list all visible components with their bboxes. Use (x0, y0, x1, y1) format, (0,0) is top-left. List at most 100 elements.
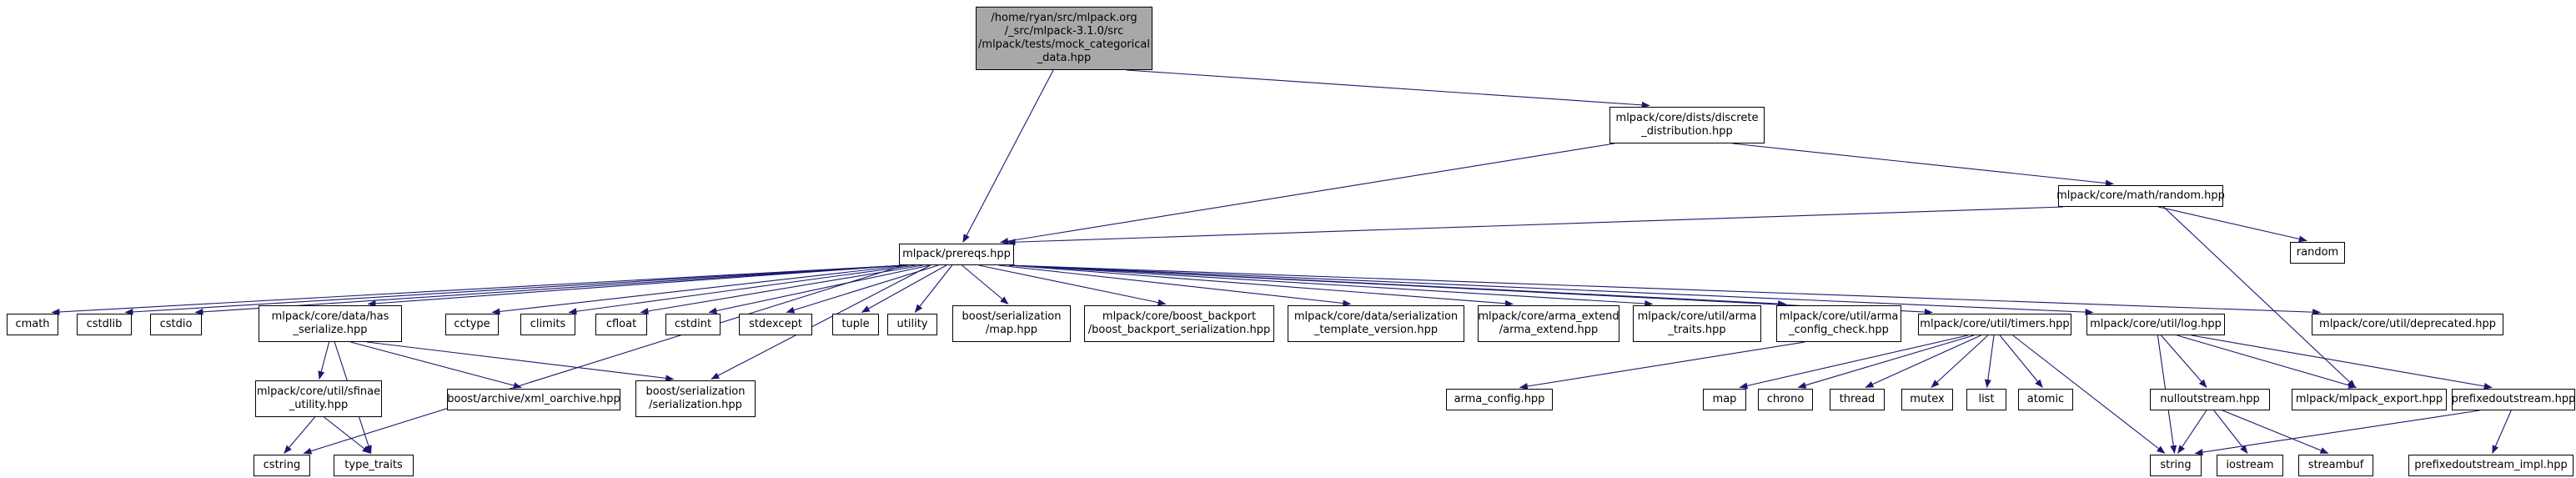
graph-node-label: _config_check.hpp (1789, 324, 1889, 336)
graph-node-utility[interactable]: utility (887, 314, 937, 335)
graph-node-arma_config_check[interactable]: mlpack/core/util/arma_config_check.hpp (1776, 305, 1901, 342)
graph-edge-arma_config_check-to-arma_config (1519, 341, 1805, 390)
graph-node-cstdlib[interactable]: cstdlib (77, 314, 132, 335)
graph-node-type_traits[interactable]: type_traits (334, 455, 414, 476)
graph-node-label: /_src/mlpack-3.1.0/src (1004, 25, 1124, 38)
graph-node-mutex[interactable]: mutex (1901, 389, 1953, 410)
graph-edge-sfinae-to-type_traits (324, 416, 371, 454)
graph-node-deprecated[interactable]: mlpack/core/util/deprecated.hpp (2312, 314, 2503, 335)
graph-node-label: mlpack/core/util/deprecated.hpp (2319, 318, 2496, 330)
graph-node-stdexcept[interactable]: stdexcept (739, 314, 812, 335)
graph-node-cstdio[interactable]: cstdio (150, 314, 202, 335)
graph-edge-timers-to-list_std (1984, 335, 1995, 388)
graph-edge-nulloutstream-to-streambuf (2222, 410, 2329, 455)
graph-node-label: mlpack/core/util/arma (1779, 310, 1899, 323)
graph-edge-nulloutstream-to-iostream (2213, 410, 2248, 454)
graph-node-label: thread (1839, 393, 1876, 405)
graph-edge-random_hpp-to-random_std (2158, 206, 2307, 243)
graph-node-label: tuple (841, 318, 870, 330)
graph-edge-prereqs-to-climits (568, 264, 916, 315)
graph-edge-prereqs-to-boost_serialization (711, 264, 931, 380)
graph-node-prefixedoutstream[interactable]: prefixedoutstream.hpp (2452, 389, 2575, 410)
graph-node-atomic[interactable]: atomic (2018, 389, 2073, 410)
graph-edge-log-to-mlpack_export (2177, 335, 2358, 389)
graph-node-arma_extend[interactable]: mlpack/core/arma_extend/arma_extend.hpp (1478, 305, 1619, 342)
graph-node-label: mlpack/core/util/sfinae (256, 385, 381, 398)
graph-node-ser_template[interactable]: mlpack/core/data/serialization_template_… (1288, 305, 1464, 342)
graph-node-label: streambuf (2307, 459, 2364, 471)
graph-edge-prereqs-to-utility (914, 264, 953, 313)
graph-node-log[interactable]: mlpack/core/util/log.hpp (2086, 314, 2225, 335)
graph-node-random_hpp[interactable]: mlpack/core/math/random.hpp (2056, 185, 2225, 207)
graph-node-arma_traits[interactable]: mlpack/core/util/arma_traits.hpp (1633, 305, 1761, 342)
graph-edge-prereqs-to-ser_template (998, 264, 1352, 307)
graph-edge-has_serialize-to-xml_oarchive (350, 341, 522, 389)
graph-edge-prereqs-to-tuple (861, 264, 947, 313)
graph-edge-prereqs-to-cstdint (708, 264, 931, 314)
graph-node-cstring[interactable]: cstring (254, 455, 310, 476)
graph-node-label: /arma_extend.hpp (1499, 324, 1599, 336)
graph-node-label: mlpack/core/boost_backport (1102, 310, 1257, 323)
graph-node-map_std[interactable]: map (1703, 389, 1746, 410)
graph-node-label: _serialize.hpp (293, 324, 368, 336)
graph-node-label: cstdio (159, 318, 193, 330)
graph-node-label: cstring (263, 459, 301, 471)
graph-node-label: mlpack/prereqs.hpp (902, 248, 1011, 260)
graph-node-label: chrono (1766, 393, 1805, 405)
graph-node-chrono[interactable]: chrono (1758, 389, 1813, 410)
graph-node-label: random (2296, 246, 2339, 259)
graph-node-thread[interactable]: thread (1830, 389, 1885, 410)
graph-edge-sfinae-to-cstring (284, 416, 316, 454)
graph-edge-log-to-nulloutstream (2161, 335, 2207, 388)
graph-edge-prereqs-to-cmath (51, 264, 905, 315)
graph-node-arma_config[interactable]: arma_config.hpp (1446, 389, 1553, 410)
graph-edge-prereqs-to-arma_traits (1008, 264, 1654, 307)
graph-node-streambuf[interactable]: streambuf (2298, 455, 2373, 476)
graph-node-has_serialize[interactable]: mlpack/core/data/has_serialize.hpp (259, 305, 402, 342)
graph-edge-mock-to-discrete (1126, 69, 1650, 108)
graph-node-cmath[interactable]: cmath (7, 314, 58, 335)
graph-node-timers[interactable]: mlpack/core/util/timers.hpp (1918, 314, 2071, 335)
graph-node-label: cfloat (605, 318, 637, 330)
graph-node-label: cstdint (674, 318, 712, 330)
graph-node-label: atomic (2026, 393, 2065, 405)
graph-edge-random_hpp-to-mlpack_export (2163, 206, 2356, 388)
graph-edge-prereqs-to-log (1008, 264, 2094, 316)
graph-node-label: string (2160, 459, 2192, 471)
graph-node-label: list (1978, 393, 1995, 405)
graph-node-iostream[interactable]: iostream (2217, 455, 2283, 476)
graph-node-nulloutstream[interactable]: nulloutstream.hpp (2150, 389, 2270, 410)
graph-node-boost_map[interactable]: boost/serialization/map.hpp (952, 305, 1071, 342)
graph-node-boost_serialization[interactable]: boost/serialization/serialization.hpp (635, 380, 756, 417)
graph-node-label: mlpack/core/dists/discrete (1615, 112, 1759, 124)
graph-node-boost_backport[interactable]: mlpack/core/boost_backport/boost_backpor… (1084, 305, 1274, 342)
graph-edge-discrete-to-random_hpp (1732, 143, 2114, 187)
graph-edge-prefixedoutstream-to-string_std (2194, 410, 2480, 456)
graph-node-label: utility (896, 318, 928, 330)
graph-node-list_std[interactable]: list (1966, 389, 2006, 410)
graph-edge-has_serialize-to-sfinae (318, 341, 330, 380)
graph-edge-timers-to-map_std (1739, 335, 1968, 390)
graph-node-cstdint[interactable]: cstdint (665, 314, 721, 335)
graph-node-cfloat[interactable]: cfloat (595, 314, 647, 335)
graph-edge-prereqs-to-stdexcept (786, 264, 939, 314)
graph-edge-timers-to-mutex (1931, 335, 1989, 388)
graph-node-label: mlpack/core/util/log.hpp (2090, 318, 2222, 330)
graph-node-string_std[interactable]: string (2150, 455, 2202, 476)
graph-node-climits[interactable]: climits (520, 314, 575, 335)
graph-node-random_std[interactable]: random (2290, 242, 2345, 264)
graph-edge-prereqs-to-cstdio (194, 264, 905, 315)
graph-node-prefixed_impl[interactable]: prefixedoutstream_impl.hpp (2408, 455, 2573, 476)
graph-node-label: mlpack/core/util/timers.hpp (1920, 318, 2070, 330)
graph-edge-prereqs-to-cctype (491, 264, 908, 315)
graph-node-tuple[interactable]: tuple (832, 314, 879, 335)
graph-node-prereqs[interactable]: mlpack/prereqs.hpp (899, 244, 1014, 265)
graph-node-cctype[interactable]: cctype (445, 314, 499, 335)
graph-edge-has_serialize-to-boost_serialization (366, 341, 675, 382)
graph-node-discrete[interactable]: mlpack/core/dists/discrete_distribution.… (1609, 107, 1765, 143)
graph-node-xml_oarchive[interactable]: boost/archive/xml_oarchive.hpp (447, 389, 620, 410)
graph-node-sfinae[interactable]: mlpack/core/util/sfinae_utility.hpp (255, 380, 382, 417)
graph-node-mlpack_export[interactable]: mlpack/mlpack_export.hpp (2292, 389, 2447, 410)
graph-edge-prefixedoutstream-to-prefixed_impl (2492, 410, 2512, 454)
